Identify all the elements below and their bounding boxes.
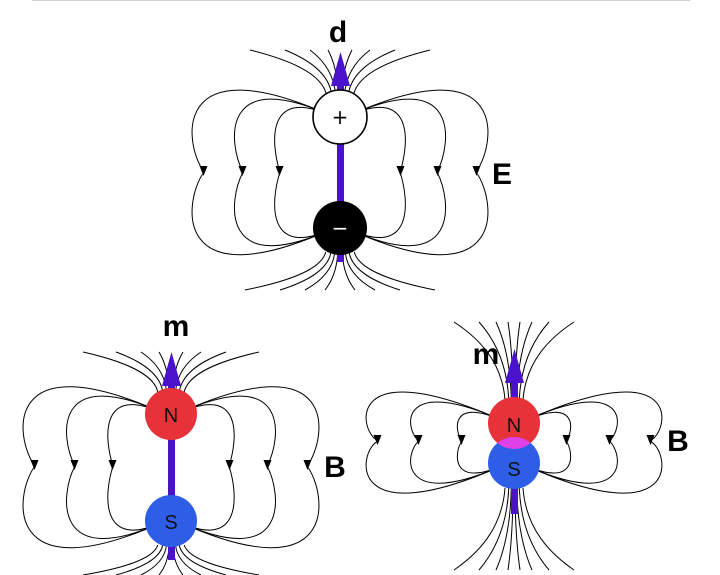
- field-line: [365, 391, 509, 494]
- open-field-line-top: [309, 49, 336, 96]
- field-arrow: [457, 435, 466, 445]
- open-field-line-top: [518, 321, 550, 401]
- positive-charge-sign: +: [332, 105, 349, 129]
- open-field-line-bottom: [279, 251, 332, 291]
- magnetic-moment-shaft: [168, 380, 175, 560]
- south-pole-label: S: [164, 512, 177, 534]
- dipole-moment-shaft: [337, 82, 344, 262]
- open-field-line-bottom: [348, 251, 401, 291]
- open-field-line-top: [495, 321, 512, 401]
- field-arrow: [70, 460, 79, 470]
- field-arrow: [238, 166, 247, 176]
- magnetic-field-lines-close: [365, 321, 663, 571]
- open-field-line-top: [140, 351, 167, 393]
- open-field-line-bottom: [175, 544, 202, 575]
- south-pole-close: [488, 437, 540, 489]
- open-field-line-top: [344, 49, 371, 96]
- field-arrow: [433, 166, 442, 176]
- open-field-line-bottom: [82, 544, 159, 575]
- magnetic-field-lines: [22, 351, 320, 575]
- field-arrow: [225, 460, 234, 470]
- open-field-line-bottom: [522, 487, 575, 571]
- open-field-line-bottom: [244, 251, 327, 291]
- open-field-line-bottom: [324, 251, 339, 291]
- field-line: [176, 386, 320, 549]
- south-pole-label-close: S: [507, 459, 520, 481]
- open-field-line-bottom: [453, 487, 506, 571]
- field-arrow: [472, 166, 481, 176]
- open-field-line-top: [347, 49, 396, 96]
- magnetic-field-label-close: B: [667, 425, 689, 458]
- dipole-moment-label: d: [329, 16, 347, 49]
- dipole-moment-arrowhead: [331, 52, 350, 86]
- field-arrow: [30, 460, 39, 470]
- open-field-line-top: [353, 49, 431, 96]
- magnetic-moment-arrowhead-close: [505, 349, 524, 383]
- electric-field-label: E: [492, 158, 512, 191]
- field-arrow: [605, 435, 614, 445]
- field-arrow: [562, 435, 571, 445]
- south-pole: [145, 495, 197, 547]
- negative-charge: [313, 201, 367, 255]
- open-field-line-top: [82, 351, 159, 393]
- field-arrow: [275, 166, 284, 176]
- open-field-line-top: [178, 351, 227, 393]
- magnetic-moment-label: m: [163, 310, 190, 343]
- field-arrow: [373, 435, 382, 445]
- open-field-line-bottom: [178, 544, 227, 575]
- field-arrow: [199, 166, 208, 176]
- field-line: [519, 391, 663, 494]
- open-field-line-top: [115, 351, 164, 393]
- north-pole-label: N: [164, 405, 178, 427]
- open-field-line-bottom: [140, 544, 167, 575]
- open-field-line-bottom: [183, 544, 260, 575]
- field-arrow: [263, 460, 272, 470]
- open-field-line-bottom: [115, 544, 164, 575]
- open-field-line-bottom: [353, 251, 436, 291]
- field-arrow: [303, 460, 312, 470]
- field-line: [22, 386, 166, 549]
- open-field-line-top: [175, 351, 202, 393]
- magnetic-field-label: B: [324, 451, 346, 484]
- open-field-line-top: [453, 321, 506, 401]
- north-pole-label-close: N: [507, 415, 521, 437]
- negative-charge-sign: −: [332, 216, 349, 240]
- field-arrow: [414, 435, 423, 445]
- magnetic-dipole-panel: N S m B: [22, 310, 346, 575]
- electric-dipole-panel: + − d E: [191, 16, 512, 291]
- north-pole-close: [488, 397, 540, 449]
- open-field-line-top: [249, 49, 327, 96]
- open-field-line-top: [522, 321, 575, 401]
- magnetic-moment-arrowhead: [162, 352, 181, 386]
- open-field-line-bottom: [304, 251, 336, 291]
- top-divider: [32, 0, 690, 1]
- magnetic-moment-label-close: m: [473, 338, 500, 371]
- open-field-line-top: [478, 321, 510, 401]
- open-field-line-bottom: [341, 251, 356, 291]
- open-field-line-top: [284, 49, 333, 96]
- open-field-line-bottom: [518, 487, 550, 571]
- field-arrow: [396, 166, 405, 176]
- field-arrow: [646, 435, 655, 445]
- north-pole: [145, 388, 197, 440]
- magnetic-dipole-close-panel: N S m B: [365, 321, 689, 571]
- open-field-line-bottom: [495, 487, 512, 571]
- open-field-line-top: [183, 351, 260, 393]
- positive-charge: [312, 89, 368, 145]
- open-field-line-bottom: [344, 251, 376, 291]
- open-field-line-bottom: [478, 487, 510, 571]
- field-arrow: [108, 460, 117, 470]
